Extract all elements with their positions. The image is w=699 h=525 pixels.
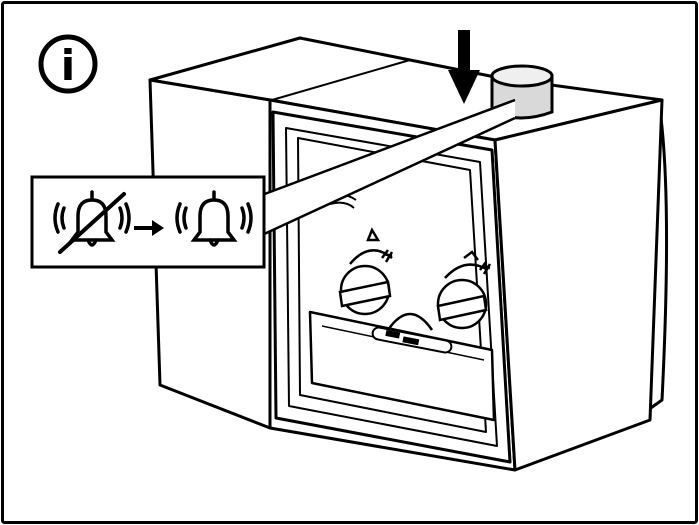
temperature-knob-left xyxy=(338,227,394,316)
center-dial xyxy=(386,312,434,331)
info-symbol: i xyxy=(61,41,75,90)
callout-pointer xyxy=(261,98,516,237)
bell-muted-icon xyxy=(53,190,131,254)
arrow-right-icon xyxy=(134,220,164,236)
alarm-callout xyxy=(30,175,266,269)
bell-ringing-icon xyxy=(175,190,253,247)
slot-indicator xyxy=(371,326,453,354)
temperature-knob-right xyxy=(436,250,492,330)
arrow-down-icon xyxy=(448,30,480,104)
info-icon: i xyxy=(38,34,98,94)
